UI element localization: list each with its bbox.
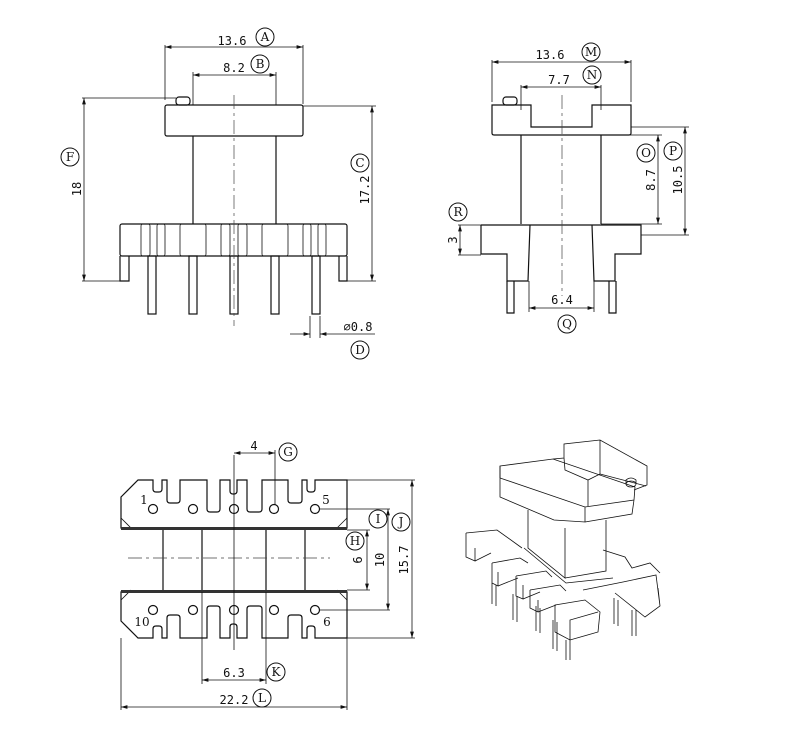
label-a: A <box>260 30 270 44</box>
label-k: K <box>272 665 282 679</box>
extension-lines <box>120 450 415 710</box>
dim-l-value: 22.2 <box>220 693 249 707</box>
side-view: 13.6 M 7.7 N 8.7 O 10.5 P 3 R 6.4 Q <box>446 42 689 334</box>
dim-q-value: 6.4 <box>551 293 573 307</box>
pins <box>506 281 617 314</box>
locating-nub <box>502 96 518 106</box>
label-o: O <box>641 146 651 160</box>
label-circle-f <box>60 147 80 167</box>
dim-o-value: 8.7 <box>644 169 658 191</box>
base-flange <box>119 223 348 257</box>
core-walls <box>162 530 306 590</box>
label-b: B <box>256 57 265 71</box>
label-circle-i <box>368 509 388 529</box>
pin-number-1: 1 <box>140 493 148 507</box>
label-circle-g <box>278 442 298 462</box>
dim-n-value: 7.7 <box>548 73 570 87</box>
front-view: 13.6 A 8.2 B 18 F 17.2 C ⌀0.8 D <box>60 27 376 360</box>
label-g: G <box>283 445 293 459</box>
label-circle-p <box>663 141 683 161</box>
pin-number-5: 5 <box>322 493 330 507</box>
label-c: C <box>355 156 364 170</box>
label-j: J <box>397 515 404 529</box>
base-flange <box>480 224 642 282</box>
label-circle-a <box>255 27 275 47</box>
label-l: L <box>258 691 266 705</box>
base-segments <box>140 223 327 257</box>
pin-number-6: 6 <box>323 615 331 629</box>
dim-r-value: 3 <box>446 236 460 243</box>
label-q: Q <box>562 317 572 331</box>
dim-p-value: 10.5 <box>671 166 685 195</box>
plate-chamfers <box>120 517 348 601</box>
label-circle-r <box>448 202 468 222</box>
label-m: M <box>585 45 597 59</box>
bottom-view: 1 5 10 6 4 G I J H 6 10 15.7 6.3 K 22.2 … <box>120 439 415 710</box>
label-circle-o <box>636 143 656 163</box>
pin-number-10: 10 <box>134 615 149 629</box>
dim-k-value: 6.3 <box>223 666 245 680</box>
label-circle-d <box>350 340 370 360</box>
label-h: H <box>350 534 360 548</box>
dim-d-value: ⌀0.8 <box>344 320 373 334</box>
label-circle-b <box>250 54 270 74</box>
dim-h-value: 6 <box>351 556 365 563</box>
extension-lines <box>82 45 376 338</box>
core-tube <box>192 136 277 224</box>
bobbin-3d-icon <box>465 439 661 660</box>
dim-j-value: 15.7 <box>397 546 411 575</box>
label-circle-j <box>391 512 411 532</box>
dim-g-value: 4 <box>250 439 257 453</box>
dim-10-value: 10 <box>373 553 387 567</box>
label-circle-c <box>350 153 370 173</box>
dim-f-value: 18 <box>70 182 84 196</box>
label-circle-m <box>581 42 601 62</box>
extension-lines <box>458 60 689 312</box>
label-circle-h <box>345 531 365 551</box>
locating-nub <box>175 96 191 106</box>
label-circle-n <box>582 65 602 85</box>
label-p: P <box>669 144 677 158</box>
label-n: N <box>587 68 598 82</box>
dim-a-value: 13.6 <box>218 34 247 48</box>
dim-m-value: 13.6 <box>536 48 565 62</box>
pin-holes <box>147 503 321 616</box>
base-legs <box>119 256 348 282</box>
core-tube <box>520 135 602 224</box>
label-d: D <box>355 343 365 357</box>
label-circle-k <box>266 662 286 682</box>
label-i: I <box>376 512 381 526</box>
dim-c-value: 17.2 <box>358 176 372 205</box>
label-f: F <box>66 150 74 164</box>
label-circle-q <box>557 314 577 334</box>
dim-b-value: 8.2 <box>223 61 245 75</box>
label-circle-l <box>252 688 272 708</box>
label-r: R <box>453 205 463 219</box>
top-flange <box>491 104 632 136</box>
